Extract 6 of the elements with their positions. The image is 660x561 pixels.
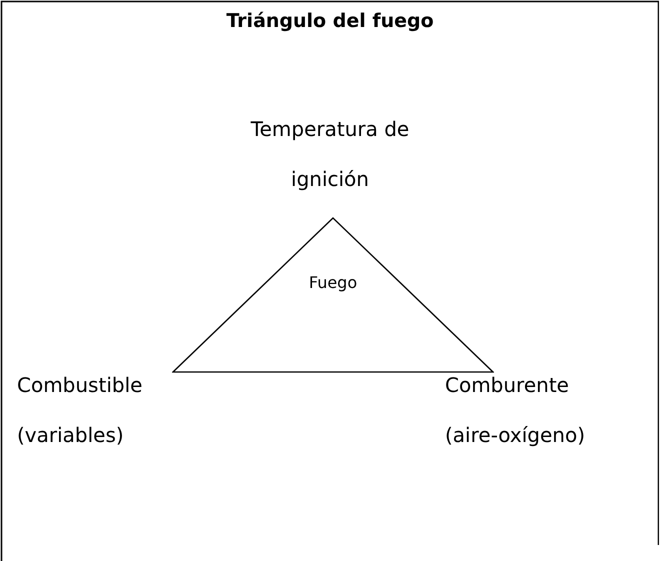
vertex-label: Combustible (variables)	[17, 372, 144, 449]
title: Triángulo del fuego	[225, 10, 435, 32]
fire-triangle	[172, 217, 494, 373]
vertex-label: Comburente (aire-oxígeno)	[445, 372, 586, 449]
node-label: Fuego	[308, 273, 358, 292]
vertex-label: Temperatura de ignición	[250, 116, 410, 193]
